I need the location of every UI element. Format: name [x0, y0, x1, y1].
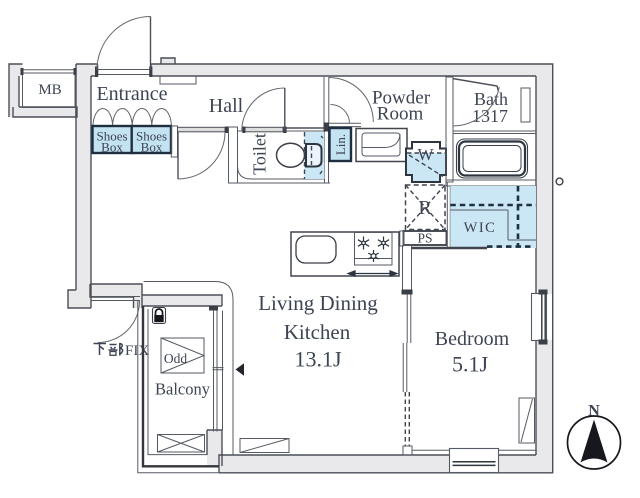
powder-room-door-swing-arc	[328, 77, 374, 123]
shoes-box-left-label-1: Shoes	[96, 129, 127, 144]
refrigerator-label: R	[418, 197, 432, 219]
bath-room: Bath 1317	[445, 76, 537, 187]
powder-room: Powder Room Lin. W	[323, 77, 447, 183]
kitchen-stove	[354, 232, 393, 266]
walk-in-closet: WIC	[450, 186, 536, 249]
refrigerator-space: R	[404, 184, 446, 231]
hall-label: Hall	[209, 95, 244, 117]
fixed-window-note-label: FIX	[125, 343, 149, 359]
escape-hatch	[157, 434, 205, 453]
linen-cabinet-label: Lin.	[333, 134, 348, 155]
bath-size-label: 1317	[472, 106, 508, 126]
shoes-box-right-label-1: Shoes	[136, 129, 167, 144]
bath-label: Bath	[474, 89, 508, 109]
ldk-label-2: Kitchen	[284, 320, 351, 344]
shoes-box-door-arcs	[92, 108, 172, 127]
bedroom-label: Bedroom	[435, 328, 510, 350]
hall-area: Hall	[177, 95, 244, 180]
ldk-area-label: 13.1J	[294, 347, 342, 372]
compass-needle	[580, 419, 608, 463]
shoes-box-right: Shoes Box	[130, 124, 173, 155]
toilet-bowl	[275, 142, 306, 168]
bedroom-side-window	[530, 289, 548, 345]
padlock-icon	[151, 306, 167, 325]
shoes-box-left: Shoes Box	[91, 124, 133, 155]
ldk-label-1: Living Dining	[258, 291, 378, 315]
mb-meter-box: MB	[20, 68, 77, 108]
entrance-area: Entrance Shoes Box Shoes Box	[91, 83, 179, 158]
fixed-window-swing-arc	[97, 300, 140, 343]
toilet-label: Toilet	[250, 133, 270, 175]
toilet-door-swing-arc	[241, 87, 285, 132]
walls	[9, 58, 553, 473]
kitchen-sink	[295, 235, 337, 264]
bedroom-area: Bedroom 5.1J	[411, 246, 536, 451]
linen-cabinet: Lin.	[328, 104, 353, 163]
shoes-box-left-label-2: Box	[101, 140, 123, 155]
compass: N	[566, 403, 622, 470]
bedroom-corner-panel	[518, 397, 535, 444]
ldk-door-swing-arc	[177, 131, 226, 180]
shoes-box-right-label-2: Box	[141, 140, 163, 155]
pipe-space-label: PS	[417, 231, 432, 246]
bedroom-bottom-window	[448, 447, 500, 474]
vanity-sink	[355, 127, 408, 163]
compass-north-label: N	[588, 403, 600, 420]
balcony-area: Odd Balcony	[137, 300, 224, 474]
wic-label: WIC	[464, 220, 497, 236]
balcony-sliding-door	[209, 306, 224, 432]
bath-door-swing-arc	[452, 86, 500, 127]
powder-room-label-1: Powder	[372, 88, 431, 109]
toilet-fixture	[275, 142, 323, 168]
kitchen-width-arrow	[346, 270, 399, 277]
kitchen-counter	[290, 231, 400, 277]
odd-storage: Odd	[160, 337, 206, 374]
ldk-hanging-cabinet	[239, 438, 290, 453]
ldk-bedroom-partition	[401, 245, 413, 456]
stove-burner-icons	[357, 236, 390, 262]
toilet-room: Toilet	[228, 87, 330, 184]
bathtub	[455, 138, 529, 179]
entrance-door-swing-arc	[96, 16, 151, 71]
entrance-door	[95, 16, 197, 85]
entrance-label: Entrance	[96, 83, 167, 105]
bath-door-leaf	[452, 77, 500, 92]
fixed-window-note: FIX	[93, 342, 149, 359]
ldk-area: Living Dining Kitchen 13.1J	[235, 291, 378, 453]
washing-machine-label: W	[417, 145, 434, 164]
balcony-door-pointer	[235, 363, 244, 376]
powder-room-label-2: Room	[377, 104, 424, 125]
linen-door-swing-arc	[330, 104, 350, 124]
mb-label: MB	[38, 82, 61, 98]
pipe-space: PS	[402, 230, 448, 246]
bedroom-area-label: 5.1J	[452, 352, 489, 377]
kanji-kabu	[93, 342, 124, 356]
odd-storage-label: Odd	[164, 351, 187, 366]
balcony-label: Balcony	[155, 380, 211, 399]
meter-marker	[555, 177, 564, 186]
washing-machine-pan: W	[405, 141, 447, 183]
compass-circle	[566, 415, 622, 470]
